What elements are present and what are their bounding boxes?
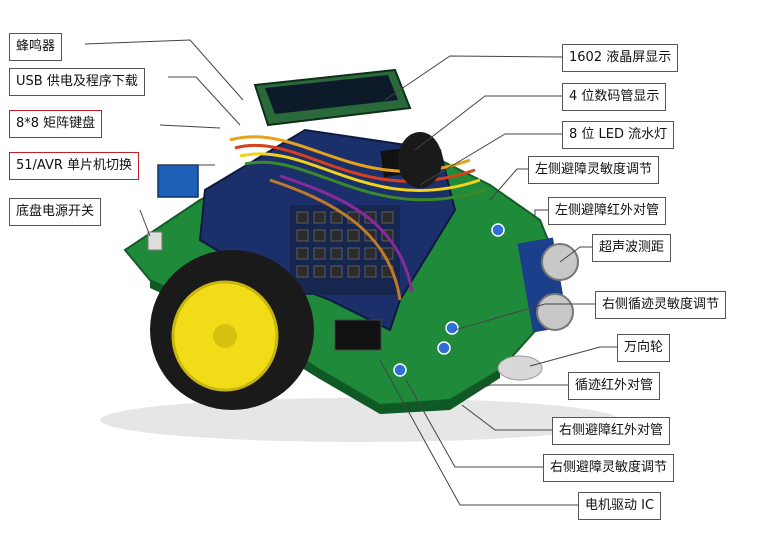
label-right-track-sensitivity: 右侧循迹灵敏度调节 xyxy=(595,291,727,319)
label-motor-driver-ic: 电机驱动 IC xyxy=(578,492,662,520)
label-matrix-keypad: 8*8 矩阵键盘 xyxy=(9,110,103,138)
label-lcd-1602: 1602 液晶屏显示 xyxy=(562,44,679,72)
label-ultrasonic: 超声波测距 xyxy=(592,234,672,262)
label-led-chaser: 8 位 LED 流水灯 xyxy=(562,121,675,149)
label-seven-segment: 4 位数码管显示 xyxy=(562,83,667,111)
lcd-1602-module xyxy=(253,68,412,127)
potentiometers xyxy=(393,223,505,377)
matrix-keypad xyxy=(290,205,400,295)
label-buzzer: 蜂鸣器 xyxy=(9,33,63,61)
motor-driver-ic xyxy=(334,319,382,351)
label-mcu-switch: 51/AVR 单片机切换 xyxy=(9,152,140,180)
label-right-avoid-ir: 右侧避障红外对管 xyxy=(552,417,671,445)
rear-wheel xyxy=(398,132,442,188)
label-chassis-power-switch: 底盘电源开关 xyxy=(9,198,102,226)
label-right-avoid-sensitivity: 右侧避障灵敏度调节 xyxy=(543,454,675,482)
caster-wheel xyxy=(497,355,543,381)
label-usb-power-download: USB 供电及程序下载 xyxy=(9,68,145,96)
relay-module xyxy=(157,164,199,198)
ground-shadow xyxy=(100,398,620,442)
leader-lines xyxy=(84,39,617,506)
label-left-avoid-sensitivity: 左侧避障灵敏度调节 xyxy=(528,156,660,184)
drive-wheel xyxy=(150,250,314,410)
power-switch xyxy=(147,231,163,251)
label-left-avoid-ir: 左侧避障红外对管 xyxy=(548,197,667,225)
label-tracking-ir: 循迹红外对管 xyxy=(568,372,661,400)
label-caster-wheel: 万向轮 xyxy=(617,334,671,362)
